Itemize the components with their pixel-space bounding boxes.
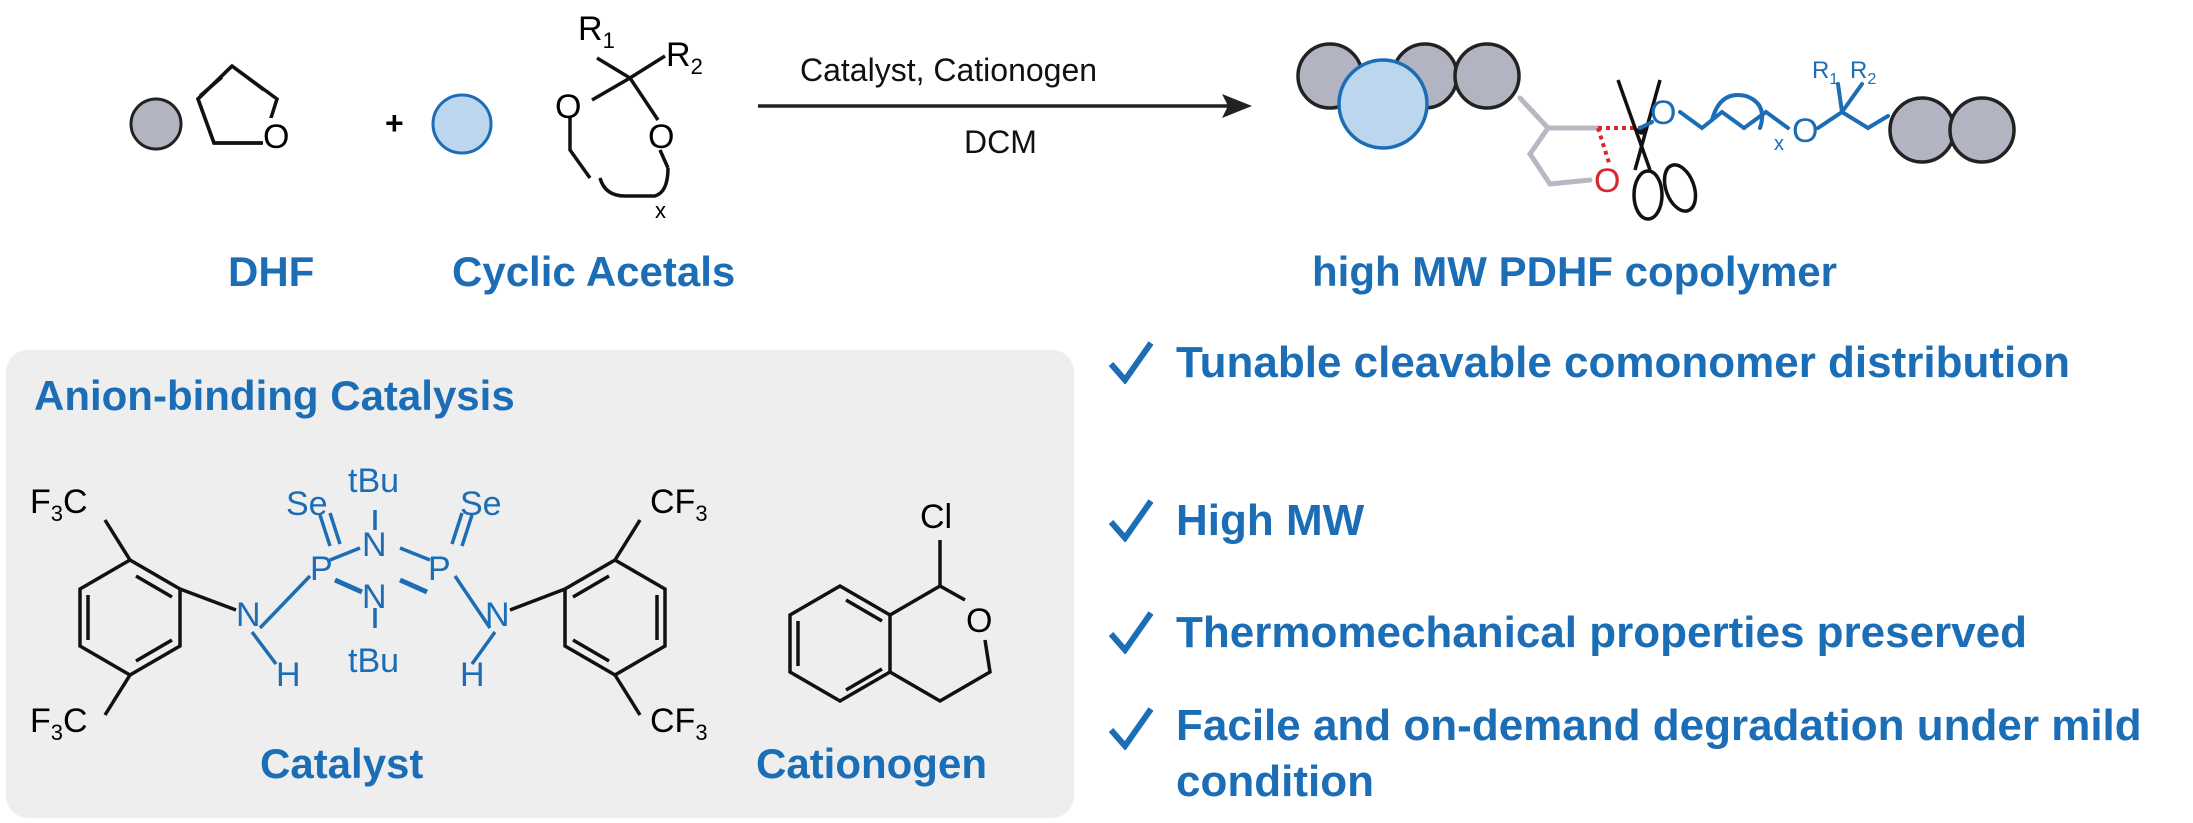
feature-text: High MW bbox=[1176, 496, 1365, 545]
se-left: Se bbox=[286, 485, 328, 523]
acetal-oxygen-left: O bbox=[555, 88, 581, 126]
nh-right-n: N bbox=[485, 596, 510, 634]
check-icon bbox=[1108, 341, 1154, 384]
product-bead-gray-3 bbox=[1453, 42, 1521, 110]
cationogen-oxygen: O bbox=[966, 602, 992, 640]
thf-repeat-unit bbox=[1517, 95, 1601, 187]
feature-item-3: Thermomechanical properties preserved bbox=[1108, 608, 2027, 664]
dhf-bead bbox=[129, 97, 183, 151]
acetal-oxygen-right: O bbox=[648, 118, 674, 156]
product-label: high MW PDHF copolymer bbox=[1312, 248, 1837, 295]
left-f3c-top: F3C bbox=[30, 483, 88, 526]
catalyst-label: Catalyst bbox=[260, 740, 424, 787]
nh-left-n: N bbox=[236, 596, 261, 634]
tbu-bottom: tBu bbox=[348, 642, 399, 680]
check-icon bbox=[1108, 707, 1154, 750]
check-icon bbox=[1108, 499, 1154, 542]
n-top: N bbox=[362, 526, 387, 564]
dhf-label: DHF bbox=[228, 248, 315, 295]
right-cf3-top: CF3 bbox=[650, 483, 708, 526]
acetal-segment bbox=[1638, 82, 1890, 131]
arrow-head bbox=[1222, 94, 1252, 118]
left-f3c-bottom: F3C bbox=[30, 702, 88, 745]
right-cf3-bottom: CF3 bbox=[650, 702, 708, 745]
cyclic-acetal-structure bbox=[568, 54, 670, 198]
acetal-r2: R2 bbox=[666, 36, 703, 79]
product-bead-gray-4 bbox=[1888, 96, 1956, 164]
product-r2: R2 bbox=[1850, 57, 1876, 88]
cationogen-cl: Cl bbox=[920, 498, 952, 536]
acetal-bead bbox=[431, 93, 493, 155]
acetal-x: x bbox=[655, 198, 666, 223]
feature-item-4: Facile and on-demand degradation under m… bbox=[1108, 701, 2193, 810]
n-bottom: N bbox=[362, 578, 387, 616]
catalyst-left-aryl bbox=[78, 519, 237, 716]
product-r1: R1 bbox=[1812, 57, 1838, 88]
product-x: x bbox=[1774, 133, 1784, 155]
se-right: Se bbox=[460, 485, 502, 523]
plus-sign: + bbox=[385, 105, 404, 141]
scissors-icon bbox=[1616, 79, 1698, 221]
p-right: P bbox=[428, 550, 451, 588]
check-icon bbox=[1108, 611, 1154, 654]
cyclic-acetals-label: Cyclic Acetals bbox=[452, 248, 736, 295]
reaction-conditions-top: Catalyst, Cationogen bbox=[800, 52, 1098, 88]
feature-text: Facile and on-demand degradation under m… bbox=[1176, 701, 2142, 806]
cationogen-label: Cationogen bbox=[756, 740, 987, 787]
product-bead-blue bbox=[1337, 58, 1429, 150]
anion-binding-panel bbox=[6, 350, 1074, 818]
panel-title: Anion-binding Catalysis bbox=[34, 372, 515, 419]
tbu-top: tBu bbox=[348, 462, 399, 500]
catalyst-core bbox=[258, 510, 492, 630]
feature-text: Thermomechanical properties preserved bbox=[1176, 608, 2027, 657]
cationogen-structure bbox=[788, 540, 992, 704]
product-oxygen-2: O bbox=[1792, 112, 1818, 150]
p-left: P bbox=[310, 550, 333, 588]
reaction-conditions-bottom: DCM bbox=[964, 124, 1037, 160]
feature-text: Tunable cleavable comonomer distribution bbox=[1176, 338, 2071, 387]
product-oxygen-1: O bbox=[1650, 94, 1676, 132]
catalyst-right-aryl bbox=[509, 519, 667, 716]
product-oxygen-red: O bbox=[1594, 162, 1620, 200]
acetal-r1: R1 bbox=[578, 10, 615, 53]
nh-left-h: H bbox=[276, 656, 301, 694]
feature-item-1: Tunable cleavable comonomer distribution bbox=[1108, 338, 2070, 394]
product-bead-gray-5 bbox=[1948, 96, 2016, 164]
dhf-oxygen: O bbox=[263, 118, 289, 156]
feature-item-2: High MW bbox=[1108, 496, 1364, 552]
